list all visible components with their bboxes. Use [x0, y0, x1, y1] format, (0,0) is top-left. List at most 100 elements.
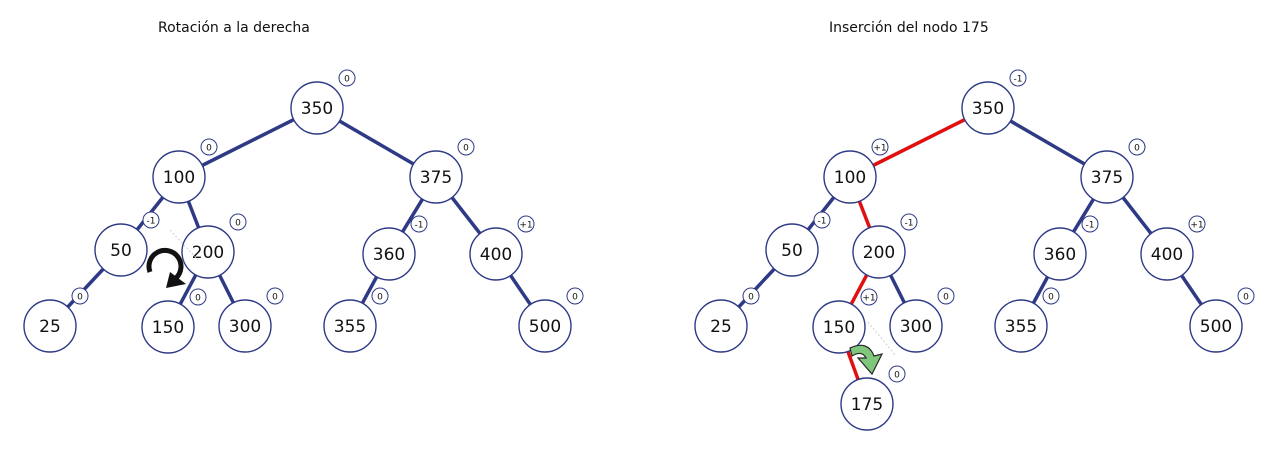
node-circle — [323, 299, 377, 353]
balance-factor: 0 — [195, 294, 201, 304]
balance-factor: 0 — [206, 144, 212, 154]
balance-badge — [457, 138, 475, 156]
balance-badge — [888, 365, 906, 383]
balance-factor: 0 — [235, 219, 241, 229]
node-label: 375 — [1091, 168, 1123, 188]
tree-edge-360-355 — [360, 276, 379, 304]
balance-factor: 0 — [748, 293, 754, 303]
balance-factor: 0 — [1243, 293, 1249, 303]
node-label: 175 — [851, 395, 883, 415]
balance-badge — [937, 287, 955, 305]
balance-badge — [200, 138, 218, 156]
balance-badge — [229, 213, 247, 231]
balance-factor: -1 — [147, 217, 156, 227]
tree-node-400: 400+1 — [1140, 215, 1206, 281]
node-circle — [994, 299, 1048, 353]
node-label: 100 — [834, 168, 866, 188]
balance-badge — [1128, 138, 1146, 156]
node-label: 50 — [781, 241, 803, 261]
node-label: 100 — [163, 168, 195, 188]
node-circle — [23, 299, 77, 353]
balance-badge — [1042, 287, 1060, 305]
node-circle — [840, 377, 894, 431]
balance-factor: 0 — [1134, 144, 1140, 154]
tree-node-100: 100 0 — [152, 138, 218, 204]
tree-node-360: 360 -1 — [1033, 215, 1099, 281]
node-label: 200 — [863, 243, 895, 263]
balance-badge — [410, 215, 428, 233]
node-circle — [141, 300, 195, 354]
tree-node-200: 200 -1 — [852, 213, 918, 279]
tree-edge-375-360 — [401, 198, 424, 233]
node-label: 360 — [1044, 245, 1076, 265]
balance-factor: 0 — [377, 293, 383, 303]
node-circle — [94, 223, 148, 277]
node-label: 500 — [529, 317, 561, 337]
panel-title-insertion: Inserción del nodo 175 — [829, 20, 989, 36]
balance-factor: 0 — [1048, 293, 1054, 303]
node-label: 350 — [972, 99, 1004, 119]
tree-node-360: 360-1 — [362, 215, 428, 281]
rotation-arrow-icon — [146, 229, 199, 288]
node-label: 350 — [301, 99, 333, 119]
node-circle — [362, 227, 416, 281]
balance-badge — [860, 288, 878, 306]
tree-node-400: 400+1 — [469, 215, 535, 281]
balance-factor: 0 — [344, 75, 350, 85]
balance-factor: 0 — [943, 293, 949, 303]
tree-node-355: 355 0 — [994, 287, 1060, 353]
tree-node-50: 50-1 — [765, 211, 831, 277]
balance-factor: 0 — [77, 293, 83, 303]
node-circle — [409, 150, 463, 204]
node-label: 50 — [110, 241, 132, 261]
tree-edge-350-100 — [201, 118, 295, 167]
balance-badge — [142, 211, 160, 229]
tree-node-150: 150+1 — [812, 288, 878, 354]
balance-badge — [1237, 287, 1255, 305]
balance-badge — [338, 69, 356, 87]
node-label: 400 — [480, 245, 512, 265]
tree-node-100: 100+1 — [823, 138, 889, 204]
node-label: 25 — [39, 317, 61, 337]
node-label: 360 — [373, 245, 405, 265]
rotation-arrow-green-icon — [849, 321, 897, 376]
tree-edge-200-150 — [178, 274, 198, 305]
balance-badge — [813, 211, 831, 229]
node-label: 355 — [1005, 317, 1037, 337]
node-circle — [823, 150, 877, 204]
balance-badge — [1188, 215, 1206, 233]
tree-node-350: 350 0 — [290, 69, 356, 135]
balance-badge — [266, 287, 284, 305]
panel-title-rotation: Rotación a la derecha — [158, 20, 310, 36]
node-circle — [152, 150, 206, 204]
balance-factor: -1 — [905, 219, 914, 229]
node-circle — [765, 223, 819, 277]
tree-node-50: 50 -1 — [94, 211, 160, 277]
tree-edge-100-200 — [857, 200, 872, 229]
tree-node-25: 250 — [694, 287, 760, 353]
rotation-tree-panel: 35001000375050-12000360-1400+12501500300… — [23, 69, 584, 354]
node-label: 355 — [334, 317, 366, 337]
node-circle — [181, 225, 235, 279]
node-circle — [1033, 227, 1087, 281]
balance-badge — [871, 138, 889, 156]
balance-factor: -1 — [1014, 75, 1023, 85]
tree-edge-350-375 — [338, 119, 415, 166]
insertion-tree-panel: 350-1100+1375050-1200-1360-1400+1250150+… — [694, 69, 1255, 431]
tree-edge-400-500 — [1180, 274, 1203, 306]
node-label: 375 — [420, 168, 452, 188]
node-circle — [518, 299, 572, 353]
tree-node-355: 355 0 — [323, 287, 389, 353]
balance-factor: +1 — [862, 294, 875, 304]
balance-factor: -1 — [1086, 221, 1095, 231]
node-label: 300 — [229, 317, 261, 337]
tree-edge-375-360 — [1072, 198, 1095, 233]
tree-edge-200-300 — [218, 274, 235, 304]
